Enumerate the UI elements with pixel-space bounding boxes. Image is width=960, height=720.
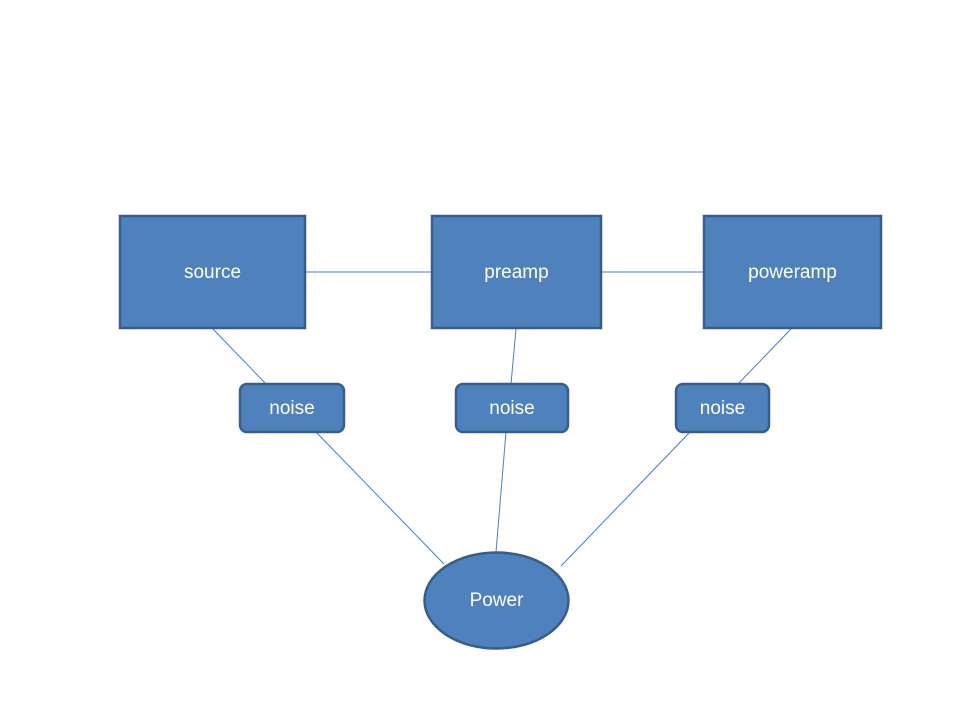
noise-right-label: noise — [700, 398, 745, 419]
edge-noise-center-power — [495, 431, 507, 553]
preamp-label: preamp — [484, 262, 548, 283]
noise-node-center: noise — [454, 382, 570, 434]
poweramp-label: poweramp — [748, 262, 837, 283]
noise-node-left: noise — [238, 382, 346, 434]
noise-node-right: noise — [674, 382, 771, 434]
preamp-node: preamp — [430, 214, 603, 330]
edge-noise-right-power — [560, 431, 691, 567]
source-node: source — [118, 214, 307, 330]
noise-left-label: noise — [269, 398, 314, 419]
source-label: source — [184, 262, 241, 283]
edge-noise-left-power — [315, 431, 445, 565]
edge-poweramp-noise — [737, 328, 792, 385]
power-label: Power — [470, 590, 525, 611]
poweramp-node: poweramp — [702, 214, 883, 330]
power-node: Power — [423, 551, 570, 650]
edge-source-noise — [212, 328, 267, 385]
edge-preamp-noise — [510, 328, 517, 385]
connectors — [212, 271, 792, 567]
noise-center-label: noise — [489, 398, 534, 419]
